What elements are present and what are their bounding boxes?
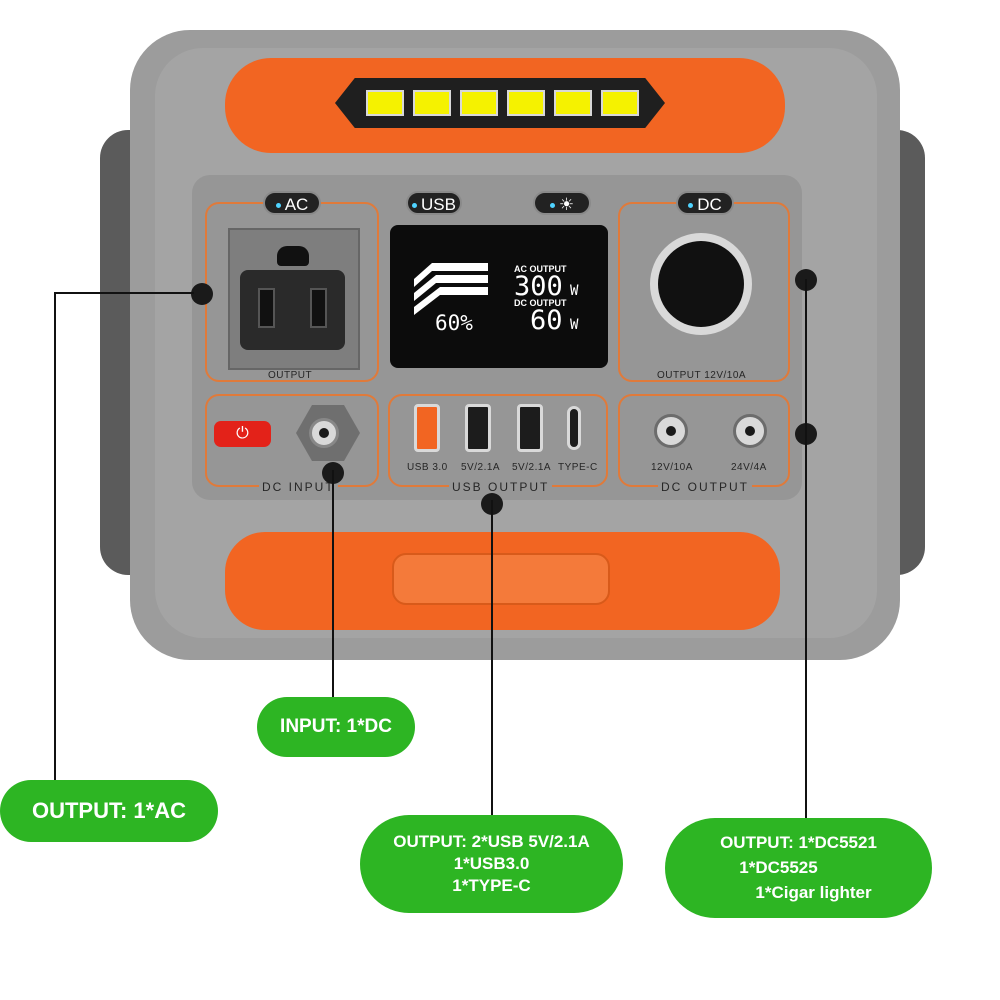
usb-output-callout: OUTPUT: 2*USB 5V/2.1A 1*USB3.0 1*TYPE-C xyxy=(360,815,623,913)
cigar-lighter-inner xyxy=(658,241,744,327)
usb-port-1 xyxy=(465,404,491,452)
indicator-dot-icon xyxy=(549,203,555,209)
led-2 xyxy=(413,90,451,116)
type-c-label: TYPE-C xyxy=(558,462,598,473)
ac-output-value: 300 xyxy=(514,271,563,302)
dc-output-callout: OUTPUT: 1*DC5521 1*DC5525 1*Cigar lighte… xyxy=(665,818,932,918)
dc5521-label: 12V/10A xyxy=(651,462,693,473)
led-4 xyxy=(507,90,545,116)
dc-callout-line-3: 1*Cigar lighter xyxy=(755,883,872,902)
dc-output-value: 60 xyxy=(530,305,563,336)
dc-output-frame xyxy=(618,394,790,487)
indicator-dot-icon xyxy=(412,203,418,209)
usb-callout-line-3: 1*TYPE-C xyxy=(452,876,531,895)
dc-input-port xyxy=(309,418,339,448)
dc-callout-line-1: OUTPUT: 1*DC5521 xyxy=(720,833,877,852)
usb-callout-line-2: 1*USB3.0 xyxy=(453,854,530,873)
dc-output-unit: W xyxy=(570,317,579,333)
input-callout: INPUT: 1*DC xyxy=(257,697,415,757)
usb-callout-line xyxy=(491,500,493,818)
ac-slot-left xyxy=(258,288,275,328)
battery-wave-icon xyxy=(414,263,488,315)
led-1 xyxy=(366,90,404,116)
light-button[interactable]: ☀ xyxy=(533,191,591,215)
usb-output-label: USB OUTPUT xyxy=(449,480,553,494)
ac-callout-line-h xyxy=(54,292,194,294)
ac-button[interactable]: AC xyxy=(263,191,321,215)
led-3 xyxy=(460,90,498,116)
dc-output-caption: DC OUTPUT xyxy=(514,298,567,308)
usb-button-label: USB xyxy=(421,195,456,214)
battery-percent: 60% xyxy=(435,311,473,335)
usb-callout-line-1: OUTPUT: 2*USB 5V/2.1A xyxy=(393,832,590,851)
led-5 xyxy=(554,90,592,116)
input-callout-line xyxy=(332,470,334,698)
dc-output-label: DC OUTPUT xyxy=(658,480,752,494)
ac-callout-line-v xyxy=(54,292,56,782)
lcd-display: 60% AC OUTPUT 300 W DC OUTPUT 60 W xyxy=(390,225,608,368)
indicator-dot-icon xyxy=(688,203,694,209)
ac-button-label: AC xyxy=(284,195,309,214)
usb-button[interactable]: USB xyxy=(406,191,462,215)
ac-outlet xyxy=(240,270,345,350)
dc-callout-line-2: 1*DC5525 xyxy=(739,858,818,877)
ac-output-label: OUTPUT xyxy=(268,370,313,381)
ac-callout-knob xyxy=(191,283,213,305)
power-button[interactable]: ⏻ xyxy=(214,421,271,447)
ac-output-caption: AC OUTPUT xyxy=(514,264,567,274)
dc5525-label: 24V/4A xyxy=(731,462,767,473)
usb2-label: 5V/2.1A xyxy=(512,462,552,473)
dc5525-port xyxy=(733,414,767,448)
ac-output-callout-text: OUTPUT: 1*AC xyxy=(31,798,186,823)
indicator-dot-icon xyxy=(275,203,281,209)
dc-input-label: DC INPUT xyxy=(259,480,338,494)
dc-button[interactable]: DC xyxy=(676,191,734,215)
ac-output-unit: W xyxy=(570,283,579,299)
usb3-port xyxy=(414,404,440,452)
type-c-port xyxy=(567,406,581,450)
usb-port-2 xyxy=(517,404,543,452)
dc-section-label: OUTPUT 12V/10A xyxy=(657,370,747,381)
usb3-label: USB 3.0 xyxy=(407,462,448,473)
dc5521-port xyxy=(654,414,688,448)
ac-slot-right xyxy=(310,288,327,328)
ac-output-callout: OUTPUT: 1*AC xyxy=(0,780,218,842)
usb1-label: 5V/2.1A xyxy=(461,462,501,473)
dc-button-label: DC xyxy=(697,195,722,214)
dc-callout-line xyxy=(805,279,807,821)
led-6 xyxy=(601,90,639,116)
input-callout-text: INPUT: 1*DC xyxy=(280,716,392,737)
power-icon: ⏻ xyxy=(236,425,249,442)
ac-ground-hole xyxy=(277,246,309,266)
light-icon: ☀ xyxy=(558,195,575,214)
carry-handle xyxy=(392,553,610,605)
